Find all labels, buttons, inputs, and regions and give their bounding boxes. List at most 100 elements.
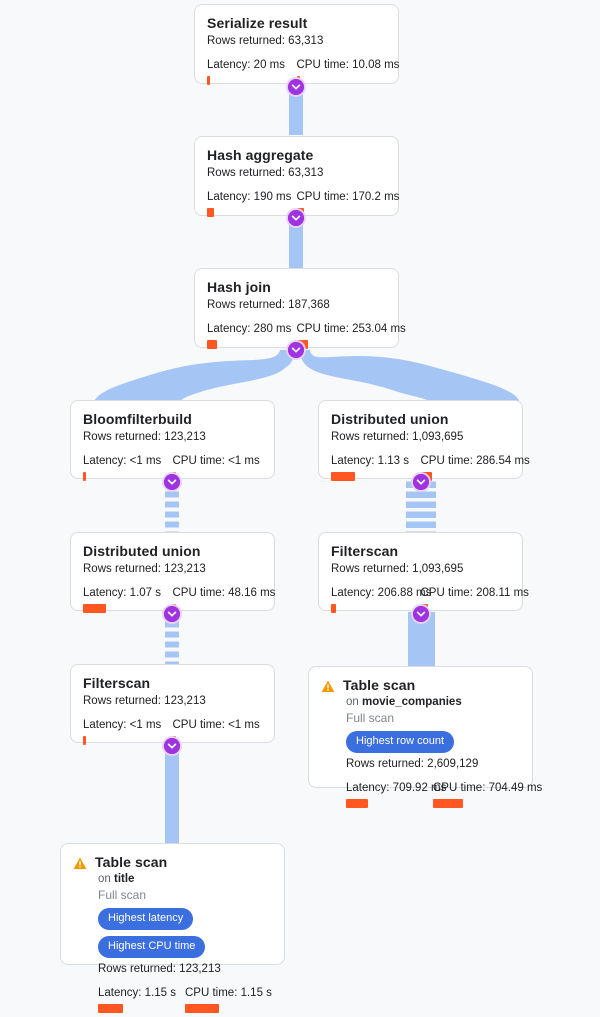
node-metrics: Latency: 190 ms CPU time: 170.2 ms: [207, 190, 400, 217]
cpu-label: CPU time: <1 ms: [172, 719, 260, 731]
badge-highest-row-count[interactable]: Highest row count: [346, 731, 455, 753]
cpu-metric: CPU time: 48.16 ms: [172, 586, 276, 613]
rows-returned: Rows returned: 123,213: [98, 963, 221, 975]
rows-returned: Rows returned: 1,093,695: [331, 431, 464, 443]
latency-bar: [331, 472, 355, 481]
latency-bar: [83, 472, 86, 481]
node-title: Serialize result: [207, 15, 308, 31]
rows-returned: Rows returned: 63,313: [207, 35, 324, 47]
latency-metric: Latency: 709.92 ms: [346, 781, 446, 808]
chevron-down-icon-serialize-result[interactable]: [288, 79, 304, 95]
node-header: Distributed union: [331, 411, 510, 428]
table-name-line: on movie_companies: [346, 695, 520, 710]
plan-node-filterscan-left[interactable]: Filterscan Rows returned: 123,213 Latenc…: [70, 664, 275, 745]
latency-bar: [207, 208, 214, 217]
latency-metric: Latency: 20 ms: [207, 58, 297, 85]
plan-node-hash-join[interactable]: Hash join Rows returned: 187,368 Latency…: [194, 268, 406, 349]
rows-returned: Rows returned: 63,313: [207, 167, 324, 179]
cpu-label: CPU time: 170.2 ms: [296, 191, 400, 203]
rows-returned: Rows returned: 187,368: [207, 299, 330, 311]
node-header: Filterscan: [331, 543, 510, 560]
plan-node-table-scan-movie-companies[interactable]: Table scan on movie_companies Full scan …: [308, 666, 542, 808]
edge-filterscan-to-table-scan-title: [165, 744, 179, 844]
cpu-metric: CPU time: 170.2 ms: [296, 190, 400, 217]
table-name-line: on title: [98, 872, 272, 887]
latency-label: Latency: 1.15 s: [98, 987, 176, 999]
chevron-down-icon-distributed-union-left[interactable]: [164, 606, 180, 622]
latency-label: Latency: 1.07 s: [83, 587, 161, 599]
latency-metric: Latency: <1 ms: [83, 454, 173, 481]
chevron-down-icon-bloomfilterbuild[interactable]: [164, 474, 180, 490]
cpu-label: CPU time: 704.49 ms: [433, 782, 543, 794]
chevron-down-icon-hash-aggregate[interactable]: [288, 210, 304, 226]
node-header: Serialize result: [207, 15, 386, 32]
plan-node-bloomfilterbuild[interactable]: Bloomfilterbuild Rows returned: 123,213 …: [70, 400, 275, 481]
on-prefix: on: [346, 696, 362, 708]
node-title: Hash join: [207, 279, 271, 295]
latency-label: Latency: 20 ms: [207, 59, 285, 71]
latency-label: Latency: 280 ms: [207, 323, 292, 335]
cpu-metric: CPU time: 704.49 ms: [433, 781, 543, 808]
cpu-bar: [185, 1004, 219, 1013]
badge-highest-cpu-time[interactable]: Highest CPU time: [98, 936, 206, 958]
node-body: on movie_companies Full scan Highest row…: [321, 695, 543, 808]
node-header: Filterscan: [83, 675, 262, 692]
chevron-down-icon-filterscan-left[interactable]: [164, 738, 180, 754]
node-header: Table scan: [73, 854, 272, 871]
rows-returned: Rows returned: 2,609,129: [346, 758, 479, 770]
chevron-down-icon-filterscan-right[interactable]: [413, 606, 429, 622]
chevron-down-icon-distributed-union-right[interactable]: [413, 474, 429, 490]
cpu-metric: CPU time: 286.54 ms: [420, 454, 530, 481]
latency-metric: Latency: 1.13 s: [331, 454, 421, 481]
node-title: Bloomfilterbuild: [83, 411, 192, 427]
chevron-down-icon-hash-join[interactable]: [288, 342, 304, 358]
cpu-label: CPU time: 48.16 ms: [172, 587, 276, 599]
cpu-label: CPU time: 208.11 ms: [420, 587, 529, 599]
latency-bar: [83, 736, 86, 745]
plan-node-table-scan-title[interactable]: Table scan on title Full scan Highest la…: [60, 843, 285, 1013]
cpu-label: CPU time: 10.08 ms: [296, 59, 400, 71]
node-title: Table scan: [343, 677, 416, 693]
node-header: Hash join: [207, 279, 386, 296]
node-header: Bloomfilterbuild: [83, 411, 262, 428]
latency-bar: [207, 76, 210, 85]
on-prefix: on: [98, 873, 114, 885]
rows-returned: Rows returned: 123,213: [83, 563, 206, 575]
edge-bloomfilterbuild-to-distributed-union: [165, 480, 179, 535]
badge-highest-latency[interactable]: Highest latency: [98, 908, 194, 930]
node-metrics: Latency: 709.92 ms CPU time: 704.49 ms: [346, 781, 543, 808]
latency-bar: [83, 604, 106, 613]
node-header: Distributed union: [83, 543, 262, 560]
cpu-label: CPU time: 286.54 ms: [420, 455, 530, 467]
badge-list: Highest latency Highest CPU time: [98, 908, 272, 958]
plan-node-serialize-result[interactable]: Serialize result Rows returned: 63,313 L…: [194, 4, 400, 85]
node-body: on title Full scan Highest latency Highe…: [73, 872, 272, 1013]
table-name: title: [114, 873, 135, 885]
rows-returned: Rows returned: 123,213: [83, 431, 206, 443]
latency-metric: Latency: 1.15 s: [98, 986, 185, 1013]
plan-node-hash-aggregate[interactable]: Hash aggregate Rows returned: 63,313 Lat…: [194, 136, 400, 217]
cpu-metric: CPU time: <1 ms: [172, 454, 263, 481]
node-metrics: Latency: 1.07 s CPU time: 48.16 ms: [83, 586, 276, 613]
rows-returned: Rows returned: 123,213: [83, 695, 206, 707]
cpu-label: CPU time: 253.04 ms: [296, 323, 406, 335]
cpu-metric: CPU time: 1.15 s: [185, 986, 272, 1013]
scan-type: Full scan: [98, 888, 147, 902]
node-title: Distributed union: [83, 543, 201, 559]
edge-hash-aggregate-to-hash-join: [289, 216, 303, 268]
rows-returned: Rows returned: 1,093,695: [331, 563, 464, 575]
latency-metric: Latency: 190 ms: [207, 190, 297, 217]
node-title: Table scan: [95, 854, 168, 870]
plan-node-distributed-union-right[interactable]: Distributed union Rows returned: 1,093,6…: [318, 400, 530, 481]
plan-node-filterscan-right[interactable]: Filterscan Rows returned: 1,093,695 Late…: [318, 532, 529, 613]
latency-bar: [346, 799, 368, 808]
plan-node-distributed-union-left[interactable]: Distributed union Rows returned: 123,213…: [70, 532, 276, 613]
edge-left-branch: [94, 350, 290, 404]
badge-list: Highest row count: [346, 731, 520, 753]
node-header: Table scan: [321, 677, 520, 694]
latency-label: Latency: <1 ms: [83, 719, 162, 731]
warning-triangle-icon: [73, 857, 87, 870]
warning-triangle-icon: [321, 680, 335, 693]
node-header: Hash aggregate: [207, 147, 386, 164]
